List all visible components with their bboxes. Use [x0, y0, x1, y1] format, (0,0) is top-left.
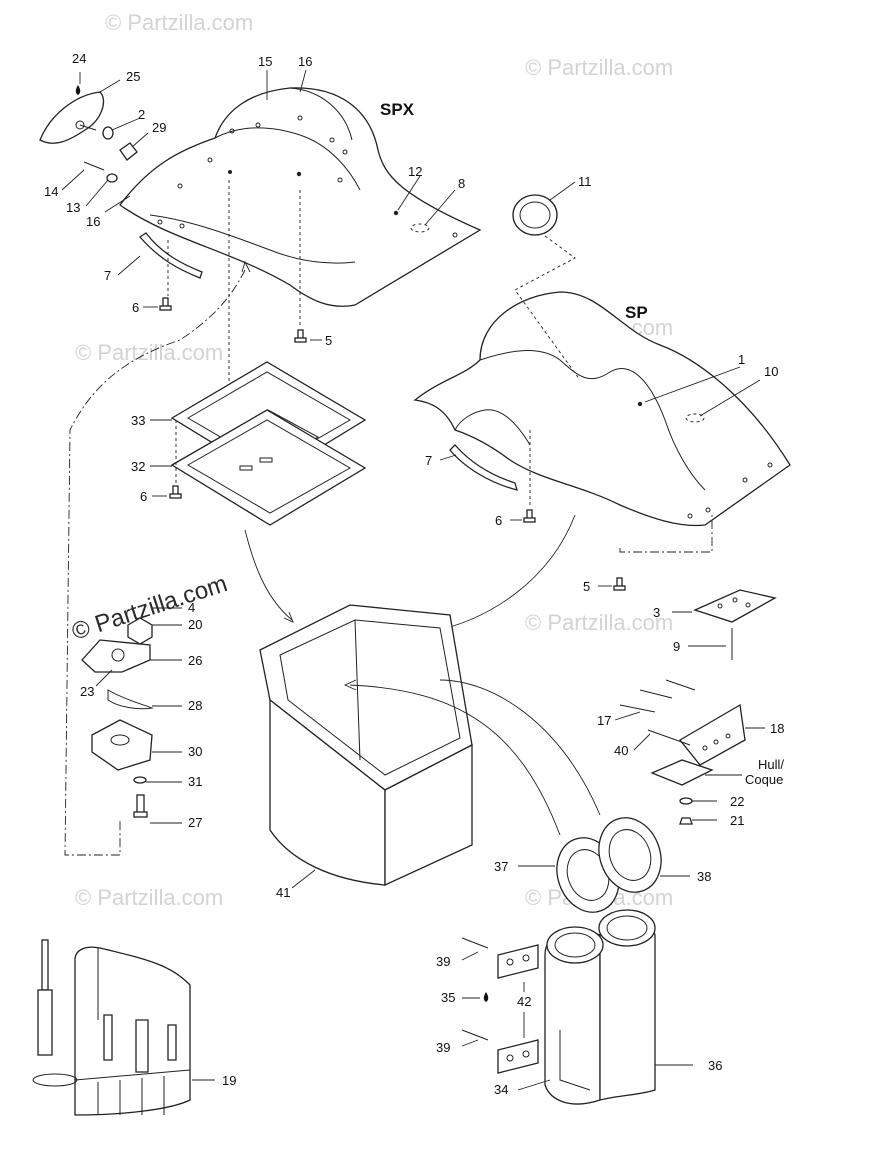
callout-39: 39	[436, 954, 450, 969]
nut	[679, 817, 693, 825]
callout-31: 31	[188, 774, 202, 789]
callout-11: 11	[578, 174, 592, 189]
latch-stack	[81, 617, 154, 818]
callout-5: 5	[583, 579, 590, 594]
callout-28: 28	[188, 698, 202, 713]
model-label-spx: SPX	[380, 100, 415, 119]
callout-12: 12	[408, 164, 422, 179]
callout-15: 15	[258, 54, 272, 69]
callout-26: 26	[188, 653, 202, 668]
tool-kit	[32, 939, 191, 1116]
rivet	[665, 679, 696, 691]
rivet	[461, 937, 489, 949]
callout-8: 8	[458, 176, 465, 191]
callouts: 24 25 2 29 14 13 16 15 16 12 8 7 6 5 11 …	[44, 51, 784, 1097]
callout-6: 6	[140, 489, 147, 504]
screw	[83, 161, 105, 171]
callout-10: 10	[764, 364, 778, 379]
callout-7: 7	[425, 453, 432, 468]
watermark: © Partzilla.com	[75, 885, 223, 910]
watermark: © Partzilla.com	[75, 340, 223, 365]
rivet	[619, 704, 656, 713]
hull-section	[650, 759, 714, 786]
callout-6: 6	[132, 300, 139, 315]
callout-29: 29	[152, 120, 166, 135]
callout-13: 13	[66, 200, 80, 215]
callout-9: 9	[673, 639, 680, 654]
trim-strip	[449, 444, 518, 491]
callout-3: 3	[653, 605, 660, 620]
callout-24: 24	[72, 51, 86, 66]
screw	[647, 729, 691, 746]
watermark: © Partzilla.com	[105, 10, 253, 35]
rivet	[461, 1029, 489, 1041]
screw	[169, 485, 182, 499]
plate	[497, 1039, 539, 1074]
callout-32: 32	[131, 459, 145, 474]
callout-16: 16	[298, 54, 312, 69]
model-label-sp: SP	[625, 303, 648, 322]
screw	[613, 577, 626, 591]
callout-14: 14	[44, 184, 58, 199]
plate	[693, 589, 777, 623]
callout-17: 17	[597, 713, 611, 728]
callout-40: 40	[614, 743, 628, 758]
callout-25: 25	[126, 69, 140, 84]
gasket-plate	[170, 409, 367, 526]
callout-7: 7	[104, 268, 111, 283]
watermark: © Partzilla.com	[525, 610, 673, 635]
screw	[294, 329, 307, 343]
ring	[512, 194, 558, 236]
callout-16: 16	[86, 214, 100, 229]
cup-holder-unit	[544, 909, 656, 1105]
callout-21: 21	[730, 813, 744, 828]
callout-38: 38	[697, 869, 711, 884]
callout-36: 36	[708, 1058, 722, 1073]
callout-41: 41	[276, 885, 290, 900]
trim-strip	[139, 232, 203, 279]
callout-22: 22	[730, 794, 744, 809]
callout-34: 34	[494, 1082, 508, 1097]
callout-27: 27	[188, 815, 202, 830]
callout-42: 42	[517, 994, 531, 1009]
hull-label-line1: Hull/	[758, 757, 784, 772]
callout-1: 1	[738, 352, 745, 367]
drop-icon	[483, 992, 489, 1002]
plate	[497, 944, 539, 979]
washer	[106, 173, 118, 183]
callout-37: 37	[494, 859, 508, 874]
hull-label-line2: Coque	[745, 772, 783, 787]
watermark: © Partzilla.com	[525, 55, 673, 80]
callout-20: 20	[188, 617, 202, 632]
rivet	[639, 689, 673, 699]
callout-23: 23	[80, 684, 94, 699]
callout-39: 39	[436, 1040, 450, 1055]
callout-35: 35	[441, 990, 455, 1005]
callout-33: 33	[131, 413, 145, 428]
callout-5: 5	[325, 333, 332, 348]
storage-bin	[259, 604, 473, 887]
sp-cover	[413, 291, 791, 527]
callout-18: 18	[770, 721, 784, 736]
callout-30: 30	[188, 744, 202, 759]
cup-lid	[598, 817, 662, 893]
drop-icon	[75, 85, 81, 95]
reflector-assembly	[39, 91, 105, 144]
callout-4: 4	[188, 600, 195, 615]
bracket	[679, 703, 746, 766]
washer	[679, 797, 693, 805]
clip	[119, 142, 138, 161]
callout-19: 19	[222, 1073, 236, 1088]
screw	[159, 297, 172, 311]
screw	[523, 509, 536, 523]
callout-2: 2	[138, 107, 145, 122]
callout-6: 6	[495, 513, 502, 528]
grommet	[102, 126, 114, 140]
